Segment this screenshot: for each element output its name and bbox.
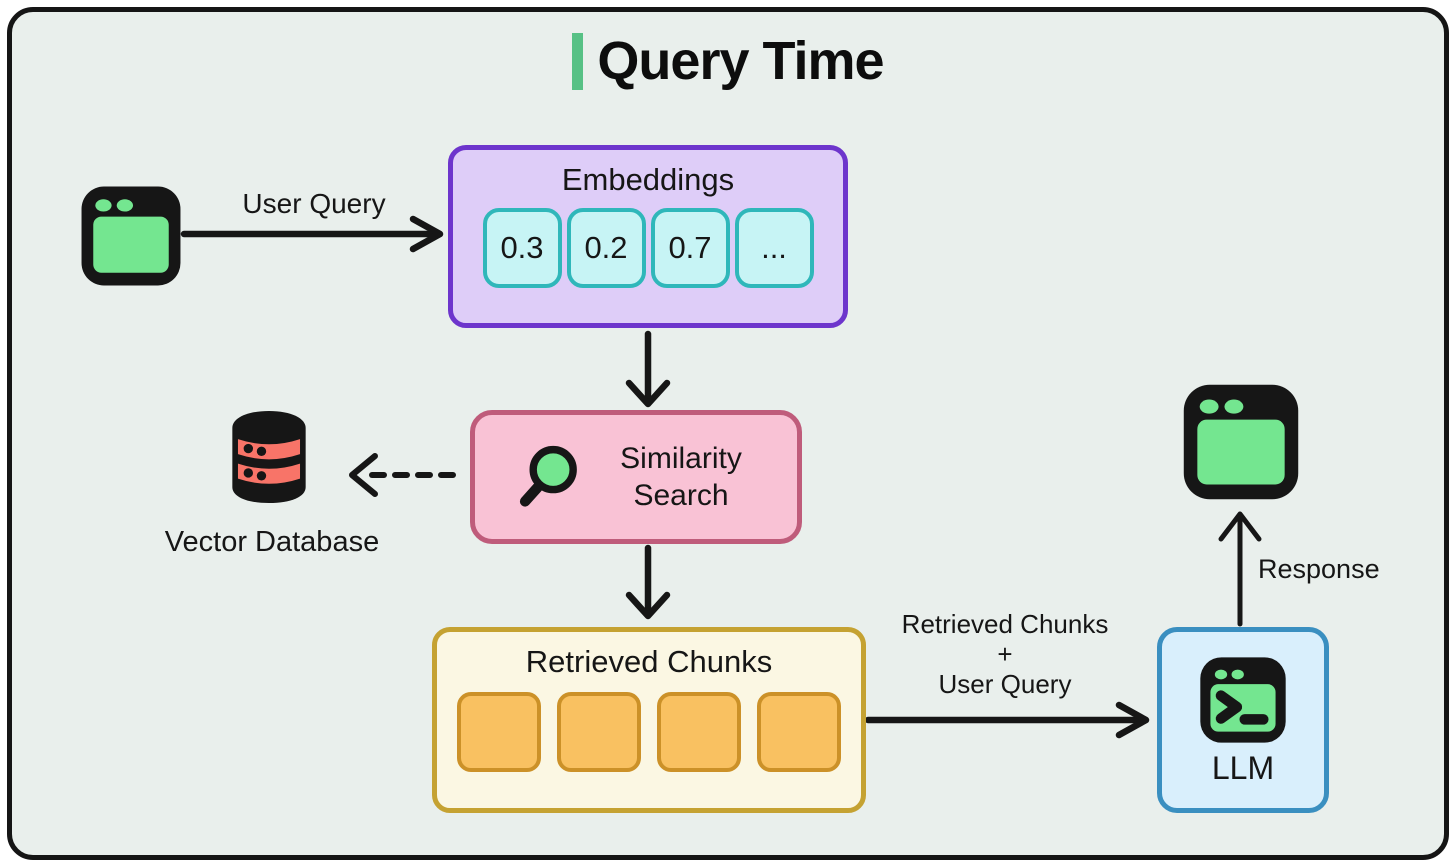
response-label: Response (1258, 554, 1380, 584)
similarity-search-label: Similarity Search (620, 441, 742, 513)
terminal-icon (1199, 656, 1287, 744)
page-title: Query Time (597, 31, 884, 91)
retrieved-chunks-title: Retrieved Chunks (525, 644, 773, 679)
title-accent-bar (572, 32, 584, 90)
to-llm-label-line3: User Query (938, 668, 1072, 699)
database-icon (222, 406, 316, 508)
llm-label: LLM (1211, 750, 1275, 786)
browser-window-icon (80, 185, 182, 287)
similarity-search-box: Similarity Search (470, 410, 802, 544)
embedding-value-chip: 0.7 (650, 208, 730, 288)
embedding-value-chip: ... (734, 208, 814, 288)
browser-window-icon (1182, 383, 1300, 501)
llm-box: LLM (1157, 627, 1329, 813)
chunk-chip (657, 692, 741, 772)
user-query-label: User Query (242, 188, 386, 219)
page-title-row: Query Time (0, 30, 1456, 92)
vector-database-label: Vector Database (164, 526, 380, 558)
chunk-chip (557, 692, 641, 772)
embeddings-title: Embeddings (561, 162, 735, 197)
magnifier-icon (511, 440, 585, 514)
retrieved-chunks-box: Retrieved Chunks (432, 627, 866, 813)
retrieved-chunks-row (437, 692, 861, 772)
to-llm-label-line1: Retrieved Chunks (901, 609, 1109, 639)
to-llm-label-line2: + (997, 638, 1013, 669)
chunk-chip (757, 692, 841, 772)
embedding-value-chip: 0.2 (566, 208, 646, 288)
chunk-chip (457, 692, 541, 772)
embedding-value-chip: 0.3 (482, 208, 562, 288)
to-llm-label: Retrieved Chunks + User Query (880, 609, 1130, 700)
